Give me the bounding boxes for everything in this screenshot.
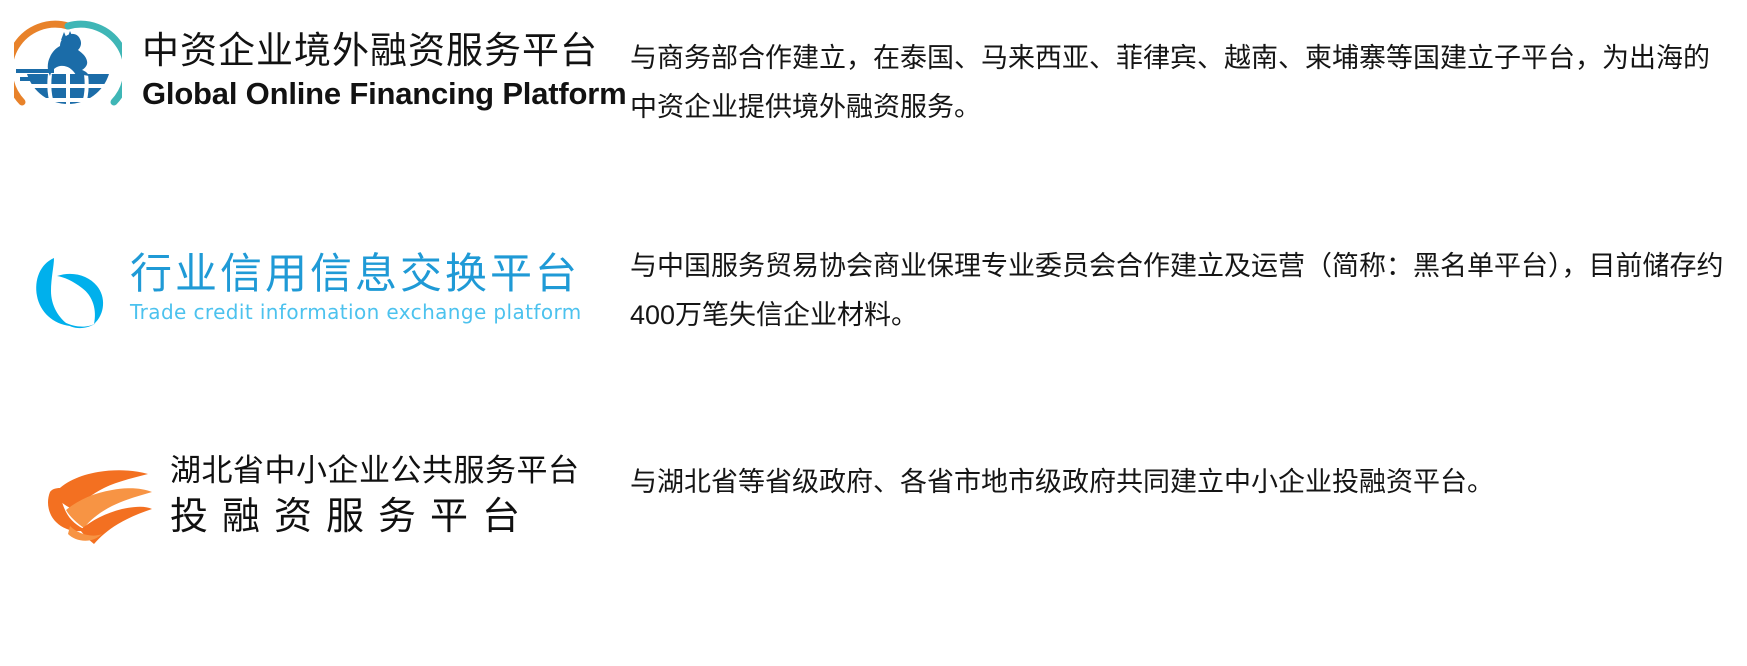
description-text: 与中国服务贸易协会商业保理专业委员会合作建立及运营（简称：黑名单平台），目前储存…	[630, 251, 1724, 330]
logo-cell-global-financing: 中资企业境外融资服务平台 Global Online Financing Pla…	[0, 18, 630, 122]
brand-text-trade-credit: 行业信用信息交换平台 Trade credit information exch…	[130, 250, 582, 326]
description-cell-hubei-sme: 与湖北省等省级政府、各省市地市级政府共同建立中小企业投融资平台。	[630, 430, 1747, 507]
phoenix-wing-logo-icon	[44, 448, 154, 544]
platform-row: 湖北省中小企业公共服务平台 投融资服务平台 与湖北省等省级政府、各省市地市级政府…	[0, 422, 1747, 666]
brand-name-en: Trade credit information exchange platfo…	[130, 300, 582, 324]
brand-text-global-financing: 中资企业境外融资服务平台 Global Online Financing Pla…	[142, 28, 627, 113]
logo-cell-trade-credit: 行业信用信息交换平台 Trade credit information exch…	[0, 228, 630, 330]
brand-text-hubei-sme: 湖北省中小企业公共服务平台 投融资服务平台	[170, 450, 580, 542]
brand-name-en: Global Online Financing Platform	[142, 75, 627, 111]
brand-subname-cn: 投融资服务平台	[170, 496, 535, 538]
description-text: 与湖北省等省级政府、各省市地市级政府共同建立中小企业投融资平台。	[630, 467, 1494, 497]
brand-name-cn: 行业信用信息交换平台	[130, 250, 581, 297]
lotus-leaf-logo-icon	[24, 246, 116, 330]
platform-row: 行业信用信息交换平台 Trade credit information exch…	[0, 222, 1747, 422]
globe-horse-logo-icon	[14, 18, 122, 122]
description-cell-global-financing: 与商务部合作建立，在泰国、马来西亚、菲律宾、越南、柬埔寨等国建立子平台，为出海的…	[630, 18, 1747, 132]
description-cell-trade-credit: 与中国服务贸易协会商业保理专业委员会合作建立及运营（简称：黑名单平台），目前储存…	[630, 228, 1747, 340]
description-text: 与商务部合作建立，在泰国、马来西亚、菲律宾、越南、柬埔寨等国建立子平台，为出海的…	[630, 43, 1710, 122]
logo-cell-hubei-sme: 湖北省中小企业公共服务平台 投融资服务平台	[0, 430, 630, 544]
brand-name-cn: 中资企业境外融资服务平台	[142, 29, 598, 71]
platform-row: 中资企业境外融资服务平台 Global Online Financing Pla…	[0, 0, 1747, 222]
brand-name-cn: 湖北省中小企业公共服务平台	[170, 453, 580, 488]
